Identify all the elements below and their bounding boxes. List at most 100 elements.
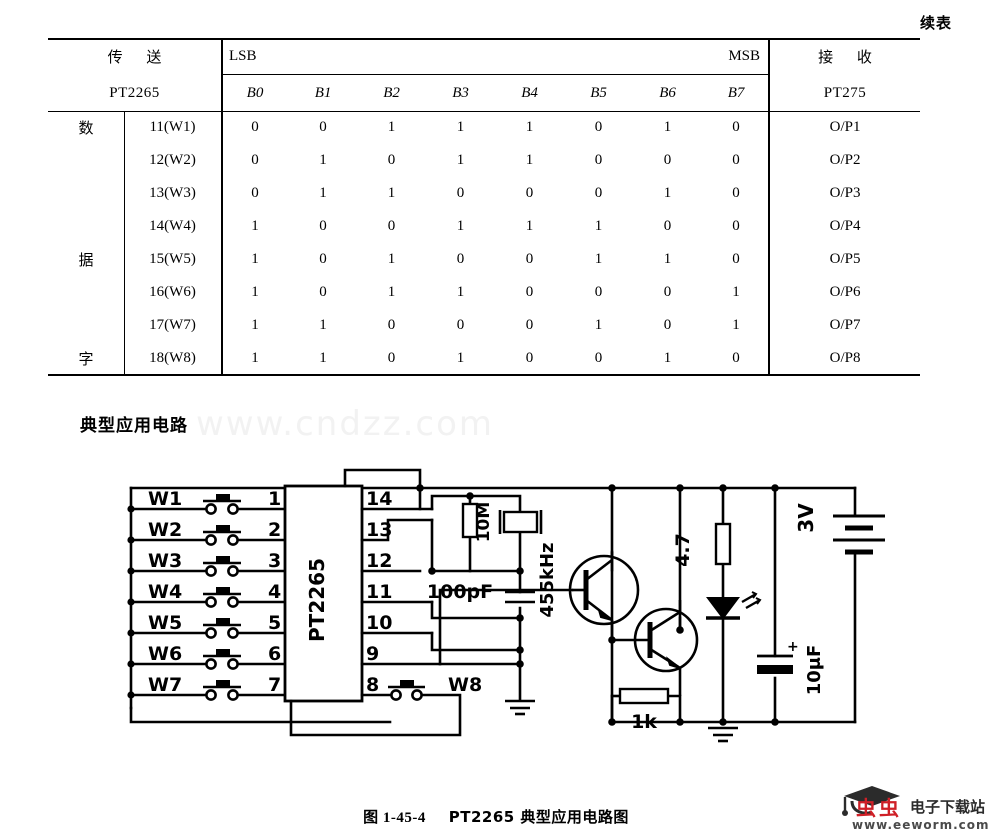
bit-cell-b6: 1 [663,119,672,135]
watermark-text: www.cndzz.com [196,404,495,444]
site-logo[interactable]: 虫虫 电子下载站 www.eeworm.com [838,782,990,838]
bit-cell-b1: 0 [319,284,327,300]
header-transmit-part: PT2265 [109,84,160,101]
header-bit-b2: B2 [383,84,400,101]
switch-row-wires [129,507,292,697]
row-output-label: O/P4 [829,218,861,234]
resistor-1k [618,687,670,705]
capacitor-10uf [757,654,793,674]
bit-cell-b6: 0 [663,317,672,333]
bit-cell-b2: 1 [387,185,396,201]
pin-5: 5 [268,612,281,634]
table-bit-subheader-rule [221,74,770,75]
pushbutton-w8 [388,680,425,701]
bit-cell-b5: 0 [594,119,603,135]
transmission-code-table: 传 送 LSB MSB 接 收 PT2265 B0 B1 B2 B3 B4 B5… [48,38,920,376]
side-label-spacer [48,210,124,243]
side-label-spacer [48,144,124,177]
transistor-q2 [633,600,699,696]
ic-body [283,484,364,703]
header-spacer [357,38,633,75]
bit-cell-b2: 0 [387,350,396,366]
bit-cell-b7: 1 [732,284,740,300]
bit-cell-b7: 0 [732,185,740,201]
label-w4: W4 [148,581,182,603]
row-output-label: O/P7 [829,317,861,333]
bit-cell-b6: 0 [663,152,672,168]
bit-cell-b7: 0 [732,251,740,267]
bit-cell-b5: 0 [594,152,603,168]
bit-cell-b7: 0 [732,350,740,366]
row-pin-label: 13(W3) [149,185,196,201]
row-pin-label: 15(W5) [149,251,196,267]
figure-number: 图 1-45-4 [363,810,426,826]
bit-cell-b1: 1 [319,317,327,333]
header-bit-b7: B7 [727,84,745,101]
bit-cell-b7: 0 [732,152,740,168]
table-vrule-left [221,38,223,374]
capacitor-100pf [505,590,535,604]
pin-6: 6 [268,643,281,665]
side-label-char: 字 [78,352,94,368]
bit-cell-b6: 1 [663,185,672,201]
bit-cell-b2: 1 [387,119,396,135]
row-pin-label: 12(W2) [149,152,196,168]
row-output-label: O/P6 [829,284,861,300]
bit-cell-b3: 1 [456,350,465,366]
table-bottom-rule [48,374,920,376]
junction-dots-right [416,484,779,726]
bit-cell-b6: 0 [663,218,672,234]
transistor-q1 [568,552,640,640]
bit-cell-b5: 0 [594,350,603,366]
junction-dots-left [127,505,135,699]
header-bit-b4: B4 [521,84,538,101]
ground-symbol-osc [505,699,535,716]
header-msb: MSB [728,48,761,64]
label-w1: W1 [148,488,182,510]
header-bit-b0: B0 [246,84,264,101]
side-label-spacer [48,177,124,210]
pin-14: 14 [366,488,392,510]
label-resistor-1k: 1k [631,711,657,733]
header-receive-part: PT275 [823,84,867,101]
table-vrule-right [768,38,770,374]
row-output-label: O/P1 [829,119,861,135]
bit-cell-b6: 1 [663,251,672,267]
bit-cell-b0: 1 [251,218,259,234]
label-w5: W5 [148,612,182,634]
pin-3: 3 [268,550,281,572]
row-output-label: O/P3 [829,185,861,201]
figure-caption: 图 1-45-4 PT2265 典型应用电路图 [0,806,992,827]
bit-cell-b1: 1 [319,185,327,201]
resistor-10m [461,502,479,539]
bit-cell-b0: 1 [251,317,259,333]
pin-1: 1 [268,488,281,510]
bit-cell-b5: 1 [594,317,603,333]
pin-10: 10 [366,612,392,634]
switch-labels: W1 W2 W3 W4 W5 W6 W7 [148,488,182,696]
pin-12: 12 [366,550,392,572]
pin-7: 7 [268,674,281,696]
bit-cell-b2: 0 [387,218,396,234]
bit-cell-b5: 1 [594,218,603,234]
bit-cell-b7: 0 [732,218,740,234]
row-pin-label: 17(W7) [149,317,196,333]
bit-cell-b1: 1 [319,350,327,366]
battery-3v [833,514,885,555]
code-table: 传 送 LSB MSB 接 收 PT2265 B0 B1 B2 B3 B4 B5… [48,38,920,375]
bit-cell-b0: 0 [251,152,259,168]
bit-cell-b4: 1 [525,152,534,168]
pin-11: 11 [366,581,392,603]
lead-13 [360,518,434,542]
row-output-label: O/P5 [829,251,861,267]
row-output-label: O/P2 [829,152,861,168]
row-pin-label: 18(W8) [149,350,196,366]
label-w7: W7 [148,674,182,696]
logo-name-cn: 电子下载站 [910,798,986,816]
